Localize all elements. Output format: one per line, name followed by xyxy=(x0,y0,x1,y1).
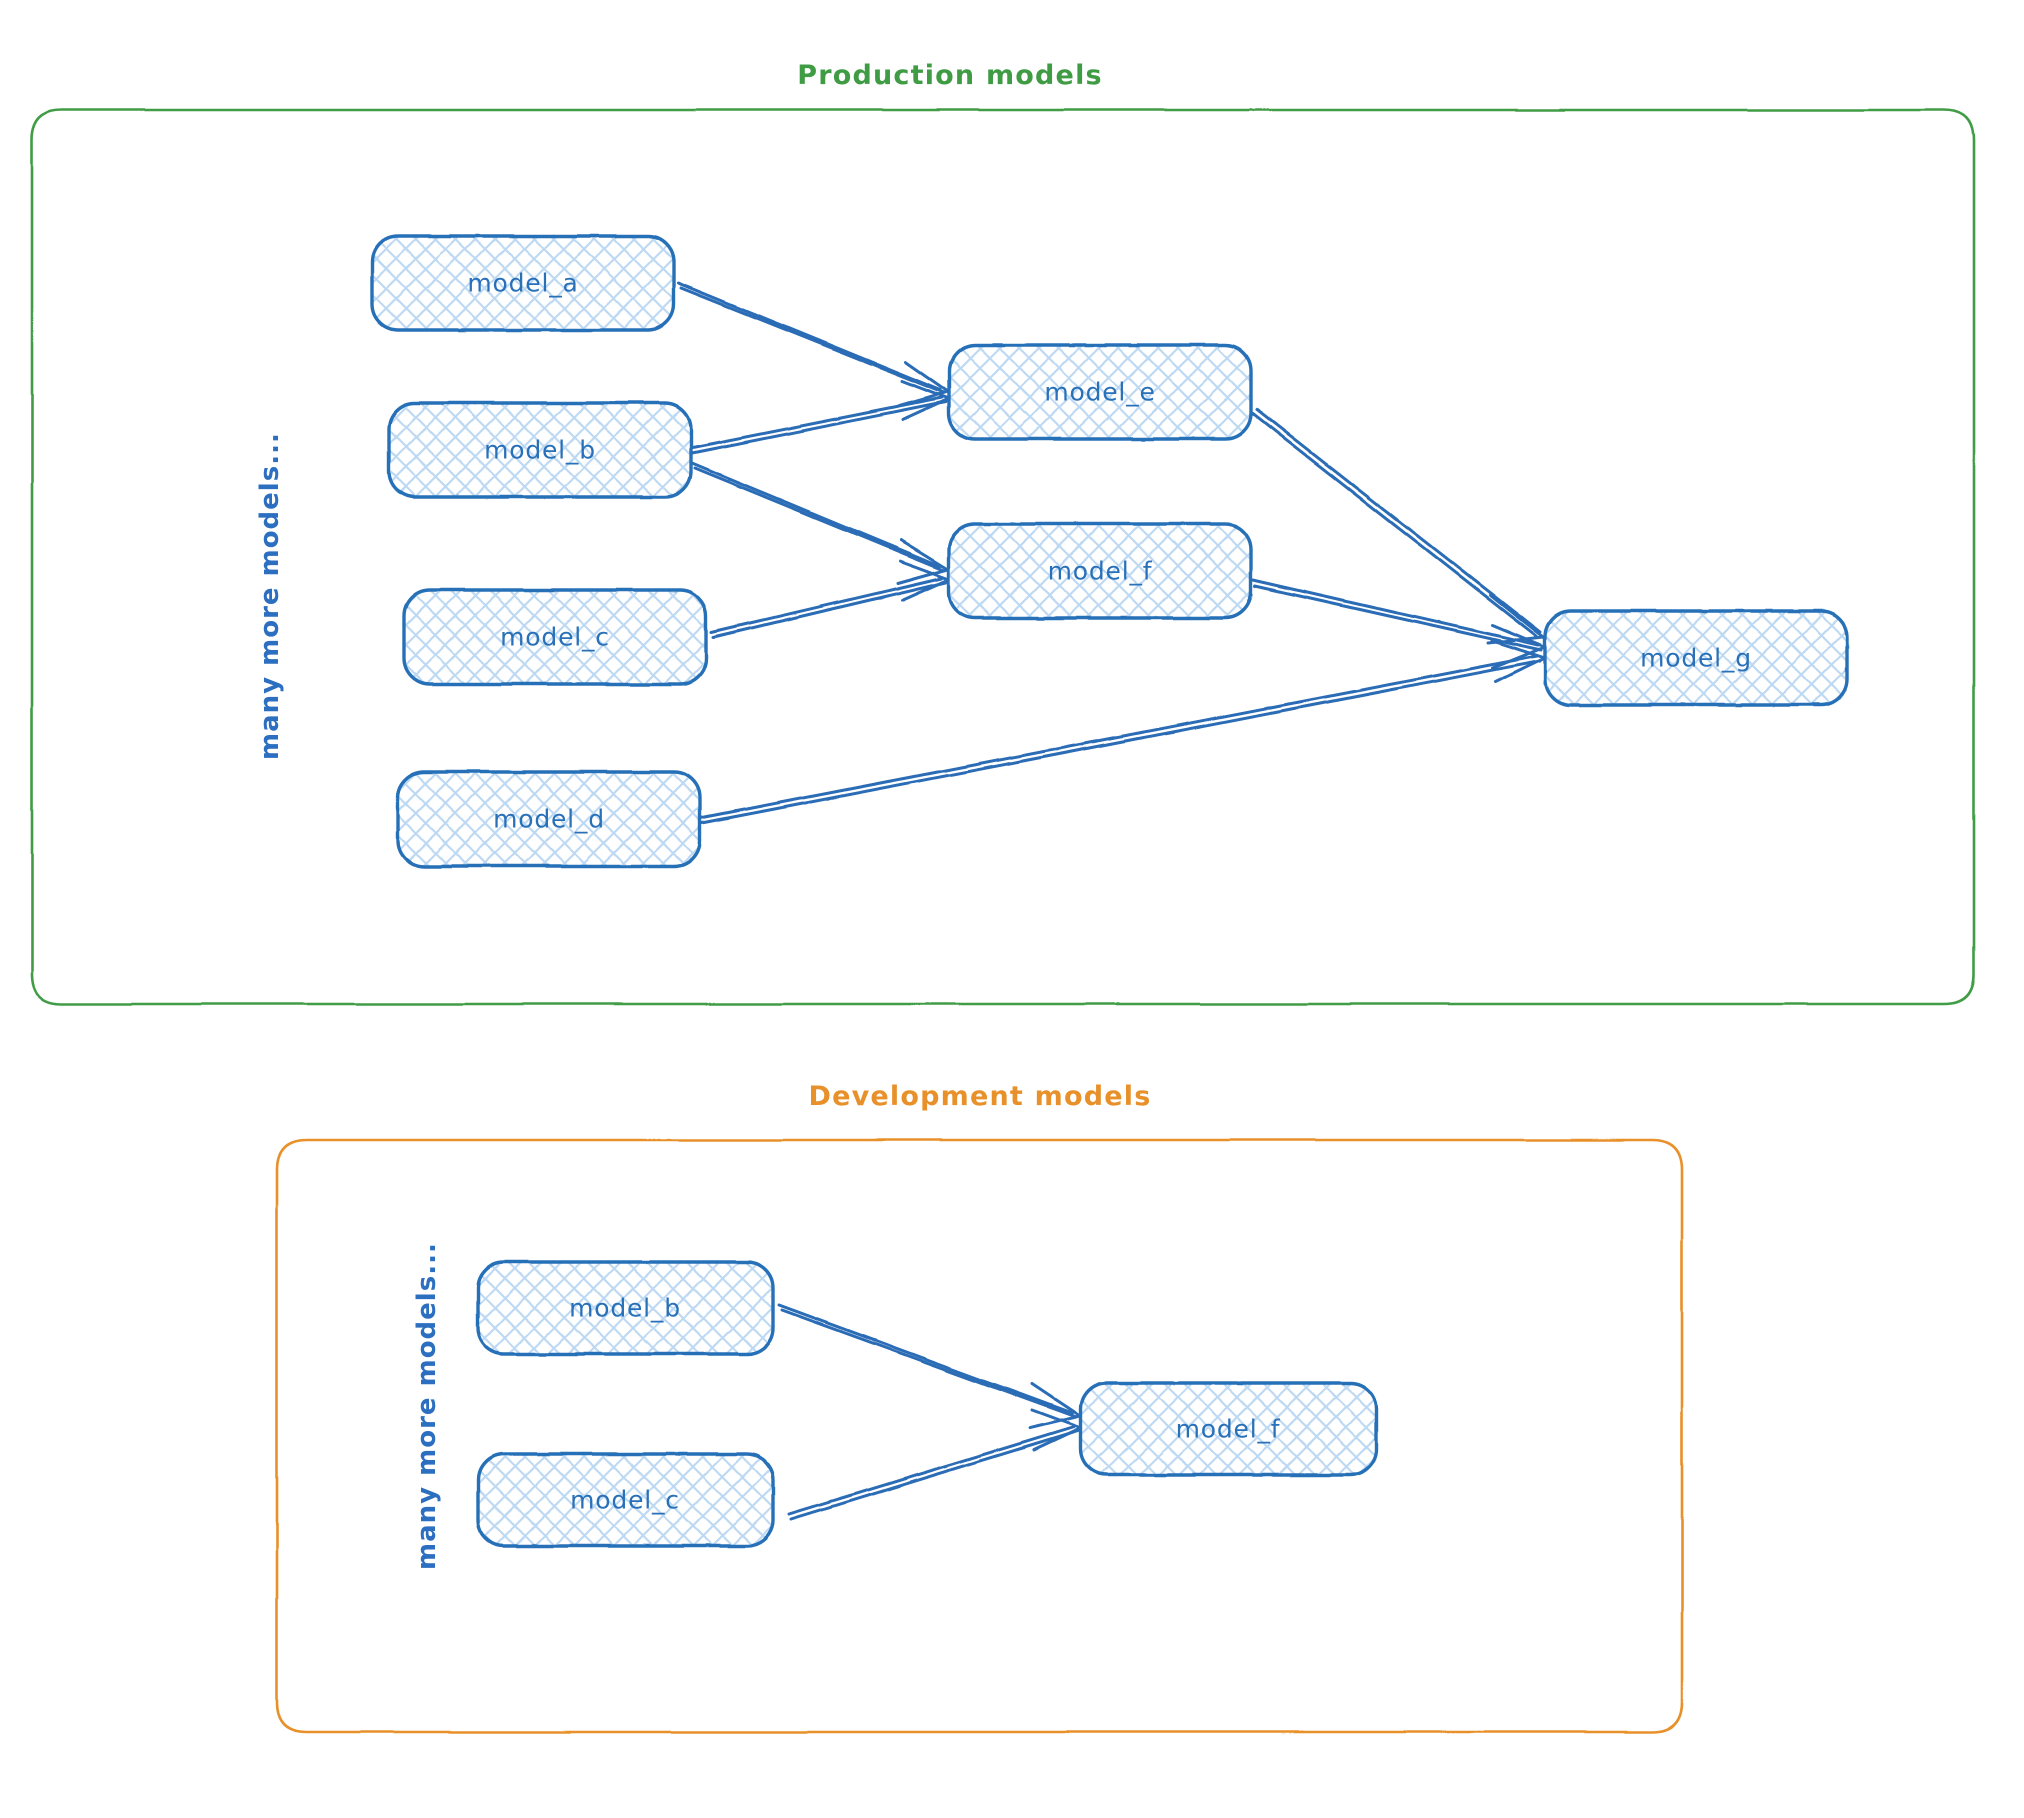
edge-model-a-to-model-e xyxy=(676,281,952,408)
node-prod-model-g-shape[interactable] xyxy=(1543,609,1849,707)
node-prod-model-b-shape[interactable] xyxy=(387,401,693,499)
node-prod-model-f[interactable] xyxy=(947,522,1253,620)
node-dev-model-b[interactable] xyxy=(476,1260,775,1356)
node-dev-model-c-shape[interactable] xyxy=(476,1452,775,1548)
edge-model-c-to-model-f xyxy=(710,559,953,639)
development-group-border xyxy=(275,1138,1684,1734)
production-group-container xyxy=(30,108,1976,1006)
edge-model-b-to-model-e xyxy=(688,379,953,455)
node-prod-model-d-shape[interactable] xyxy=(396,770,702,868)
node-prod-model-e-shape[interactable] xyxy=(947,343,1253,441)
production-group-title: Production models xyxy=(797,60,1103,91)
development-side-note: many more models... xyxy=(412,1242,442,1570)
node-prod-model-a[interactable] xyxy=(370,234,676,332)
development-nodes xyxy=(476,1260,1378,1548)
node-prod-model-g[interactable] xyxy=(1543,609,1849,707)
node-dev-model-b-shape[interactable] xyxy=(476,1260,775,1356)
production-nodes xyxy=(370,234,1849,868)
node-prod-model-f-shape[interactable] xyxy=(947,522,1253,620)
node-prod-model-a-shape[interactable] xyxy=(370,234,676,332)
edge-model-e-to-model-g xyxy=(1251,408,1547,645)
node-dev-model-c[interactable] xyxy=(476,1452,775,1548)
development-edges xyxy=(777,1303,1085,1521)
node-prod-model-b[interactable] xyxy=(387,401,693,499)
node-prod-model-c[interactable] xyxy=(402,588,708,686)
node-prod-model-d[interactable] xyxy=(396,770,702,868)
node-dev-model-f-shape[interactable] xyxy=(1079,1381,1378,1477)
production-side-note: many more models... xyxy=(255,432,285,760)
node-prod-model-e[interactable] xyxy=(947,343,1253,441)
edge-model-d-to-model-g xyxy=(698,639,1550,825)
node-prod-model-c-shape[interactable] xyxy=(402,588,708,686)
production-group-border xyxy=(30,108,1976,1006)
development-group-container xyxy=(275,1138,1684,1734)
node-dev-model-f[interactable] xyxy=(1079,1381,1378,1477)
development-group-title: Development models xyxy=(808,1081,1152,1112)
edge-model-f-to-model-g xyxy=(1251,578,1549,670)
